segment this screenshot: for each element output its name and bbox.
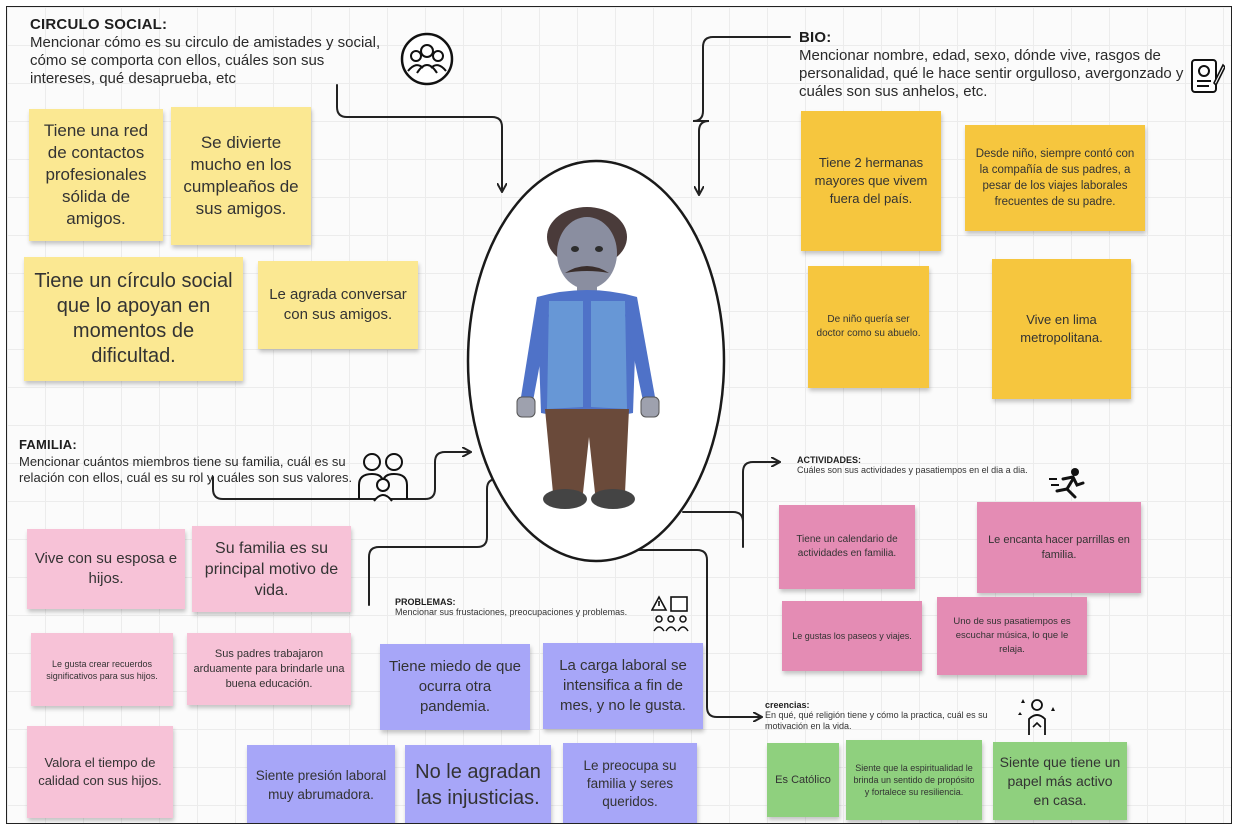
sticky-note: Le encanta hacer parrillas en familia.: [977, 502, 1141, 593]
bio-title: BIO:: [799, 29, 832, 46]
sticky-note: Le gusta crear recuerdos significativos …: [31, 633, 173, 706]
arrow-actividades: [682, 462, 778, 548]
sticky-note: Tiene una red de contactos profesionales…: [29, 109, 163, 241]
sticky-note: Siente que la espiritualidad le brinda u…: [846, 740, 982, 820]
sticky-note: Vive con su esposa e hijos.: [27, 529, 185, 609]
bio-desc: Mencionar nombre, edad, sexo, dónde vive…: [799, 47, 1184, 100]
sticky-note: Su familia es su principal motivo de vid…: [192, 526, 351, 612]
sticky-note: Le gustas los paseos y viajes.: [782, 601, 922, 671]
circulo-social-title: CIRCULO SOCIAL:: [30, 16, 168, 33]
sticky-note: Tiene un calendario de actividades en fa…: [779, 505, 915, 589]
family-icon: [358, 453, 408, 502]
sticky-note: Uno de sus pasatiempos es escuchar músic…: [937, 597, 1087, 675]
sticky-note: Siente presión laboral muy abrumadora.: [247, 745, 395, 823]
sticky-note: Tiene 2 hermanas mayores que vivem fuera…: [801, 111, 941, 251]
bio-profile-icon: [1191, 59, 1225, 93]
sticky-note: De niño quería ser doctor como su abuelo…: [808, 266, 929, 388]
sticky-note: Le preocupa su familia y seres queridos.: [563, 743, 697, 823]
sticky-note: Tiene un círculo social que lo apoyan en…: [24, 257, 243, 381]
sticky-note: Siente que tiene un papel más activo en …: [993, 742, 1127, 820]
problems-warning-icon: [651, 595, 689, 632]
sticky-note: No le agradan las injusticias.: [405, 745, 551, 823]
actividades-desc: Cuáles son sus actividades y pasatiempos…: [797, 465, 1028, 475]
running-person-icon: [1049, 468, 1085, 499]
sticky-note: Tiene miedo de que ocurra otra pandemia.: [380, 644, 530, 730]
sticky-note: La carga laboral se intensifica a fin de…: [543, 643, 703, 729]
group-icon: [400, 32, 454, 86]
creencias-title: creencias:: [765, 700, 810, 710]
spiritual-person-icon: [1018, 699, 1055, 735]
sticky-note: Sus padres trabajaron arduamente para br…: [187, 633, 351, 705]
sticky-note: Desde niño, siempre contó con la compañí…: [965, 125, 1145, 231]
creencias-desc: En qué, qué religión tiene y cómo la pra…: [765, 710, 988, 731]
sticky-note: Valora el tiempo de calidad con sus hijo…: [27, 726, 173, 818]
persona-drawing: [516, 207, 660, 509]
sticky-note: Se divierte mucho en los cumpleaños de s…: [171, 107, 311, 245]
familia-title: FAMILIA:: [19, 437, 77, 452]
arrow-circulo-social: [336, 84, 502, 190]
familia-desc: Mencionar cuántos miembros tiene su fami…: [19, 454, 353, 485]
sticky-note: Vive en lima metropolitana.: [992, 259, 1131, 399]
problemas-desc: Mencionar sus frustaciones, preocupacion…: [395, 607, 628, 617]
sticky-note: Es Católico: [767, 743, 839, 817]
empathy-map-board: CIRCULO SOCIAL: Mencionar cómo es su cir…: [6, 6, 1232, 824]
problemas-title: PROBLEMAS:: [395, 597, 456, 607]
actividades-title: ACTIVIDADES:: [797, 455, 862, 465]
sticky-note: Le agrada conversar con sus amigos.: [258, 261, 418, 349]
circulo-social-desc: Mencionar cómo es su circulo de amistade…: [30, 34, 381, 87]
arrow-bio: [692, 36, 791, 193]
